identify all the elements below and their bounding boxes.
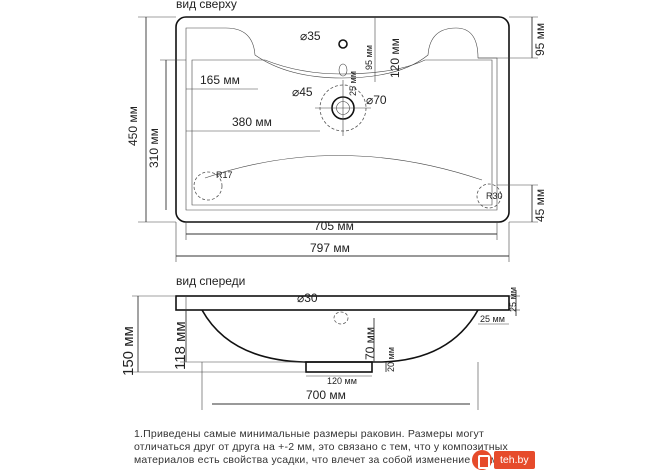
inner-width-dim: 705 мм bbox=[314, 219, 354, 233]
bottom-edge-dim: 45 мм bbox=[533, 189, 547, 222]
small-95-dim: 95 мм bbox=[364, 45, 374, 70]
watermark-badge: teh.by bbox=[472, 448, 670, 471]
top-bowl-outline bbox=[191, 59, 493, 206]
bowl-height-dim: 118 мм bbox=[172, 321, 189, 370]
tap-hole-dim: ⌀35 bbox=[300, 29, 321, 43]
front-overflow-dim: ⌀30 bbox=[297, 291, 318, 305]
front-drain-depth-dim: 70 мм bbox=[363, 327, 377, 360]
top-bowl-arc bbox=[204, 155, 483, 181]
note-line-1: 1.Приведены самые минимальные размеры ра… bbox=[134, 428, 484, 440]
side-offset-dim: 165 мм bbox=[200, 73, 240, 87]
small-25-dim: 25 мм bbox=[348, 71, 358, 96]
top-outer-outline bbox=[175, 16, 510, 223]
outer-width-dim: 797 мм bbox=[310, 241, 350, 255]
drain-inner-dim: ⌀45 bbox=[292, 85, 313, 99]
rim-thick-dim: 25 мм bbox=[508, 287, 518, 312]
front-neck-height-dim: 20 мм bbox=[386, 347, 396, 372]
top-view-title: вид сверху bbox=[176, 0, 237, 11]
front-view-title: вид спереди bbox=[176, 274, 245, 288]
note-line-2: отличаться друг от друга на +-2 мм, это … bbox=[134, 441, 508, 453]
drain-outer-dim: ⌀70 bbox=[366, 93, 387, 107]
depth-inner-dim: 310 мм bbox=[147, 128, 161, 168]
store-logo-icon bbox=[472, 450, 492, 470]
front-neck-width-dim: 120 мм bbox=[327, 376, 357, 386]
front-rim bbox=[175, 295, 510, 311]
front-overflow bbox=[333, 311, 349, 325]
radius-left-label: R17 bbox=[216, 170, 233, 180]
total-height-dim: 150 мм bbox=[120, 326, 137, 376]
top-inner-outline bbox=[185, 27, 498, 211]
radius-right-label: R30 bbox=[486, 191, 503, 201]
note-line-3: материалов есть свойства усадки, что вле… bbox=[134, 454, 504, 466]
front-drain-neck bbox=[305, 361, 373, 373]
depth-outer-dim: 450 мм bbox=[126, 106, 140, 146]
overflow-to-edge-dim: 120 мм bbox=[388, 38, 402, 78]
overflow-hole bbox=[338, 63, 348, 77]
watermark-site: teh.by bbox=[494, 451, 535, 469]
radius-right-circle bbox=[476, 183, 502, 209]
radius-left-circle bbox=[193, 171, 223, 201]
drain-pos-dim: 380 мм bbox=[232, 115, 272, 129]
tap-hole bbox=[338, 39, 348, 49]
front-bowl bbox=[201, 309, 479, 363]
note-text: 1.Приведены самые минимальные размеры ра… bbox=[134, 428, 654, 467]
top-ledge-dim: 95 мм bbox=[533, 23, 547, 56]
bottom-width-dim: 700 мм bbox=[306, 388, 346, 402]
rim-offset-dim: 25 мм bbox=[480, 314, 505, 324]
